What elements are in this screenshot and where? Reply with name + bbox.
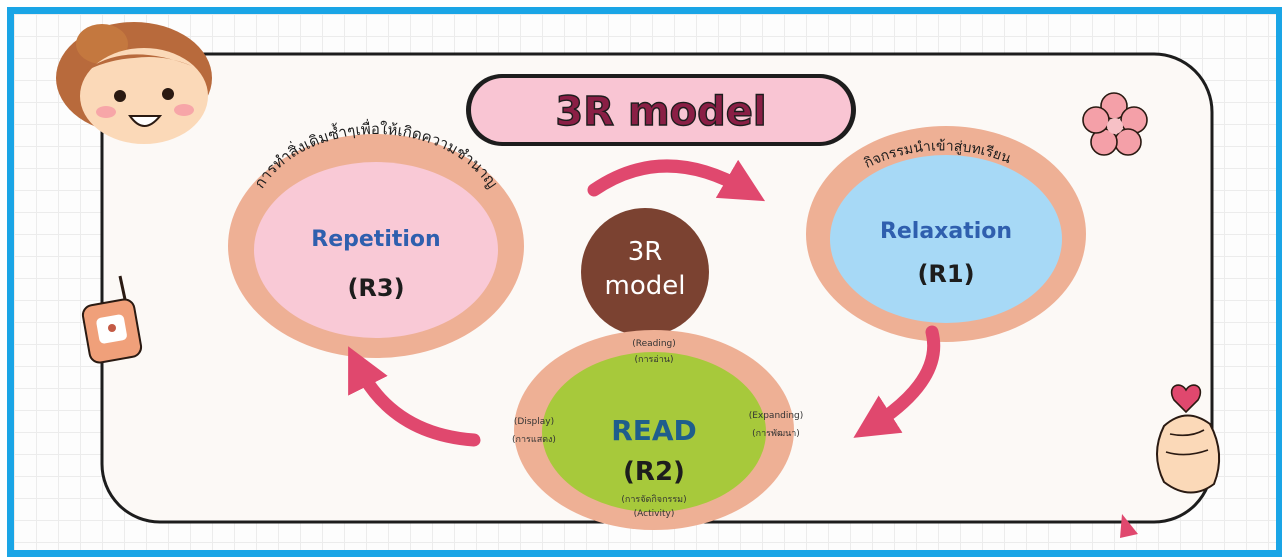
- diagram-canvas: 3R model การทำสิ่งเดิมซ้ำๆเพื่อให้เกิดคว…: [56, 22, 1221, 538]
- relaxation-label: Relaxation: [880, 219, 1012, 244]
- girl-face-icon: [56, 22, 212, 144]
- read-activity-th: (การจัดกิจกรรม): [621, 494, 686, 505]
- read-display-en: (Display): [514, 417, 554, 427]
- repetition-code: (R3): [347, 274, 404, 302]
- read-label: READ: [611, 414, 697, 447]
- read-node: (Reading) (การอ่าน) (Display) (การแสดง) …: [512, 330, 803, 530]
- title-text: 3R model: [555, 89, 766, 135]
- center-line1: 3R: [628, 237, 663, 267]
- finger-heart-icon: [1156, 384, 1221, 494]
- read-activity-en: (Activity): [634, 509, 675, 519]
- arrow-r1-to-r2: [853, 325, 941, 438]
- read-reading-th: (การอ่าน): [635, 355, 674, 365]
- center-line2: model: [605, 271, 686, 301]
- read-display-th: (การแสดง): [512, 435, 556, 445]
- flower-icon: [1082, 92, 1148, 156]
- relaxation-code: (R1): [917, 260, 974, 288]
- repetition-node: การทำสิ่งเดิมซ้ำๆเพื่อให้เกิดความชำนาญ R…: [228, 118, 524, 358]
- read-reading-en: (Reading): [632, 339, 676, 349]
- arrow-fragment: [1120, 514, 1138, 538]
- arrow-r2-to-r3: [348, 346, 481, 447]
- read-expanding-en: (Expanding): [749, 411, 804, 421]
- center-node: 3R model: [581, 208, 709, 336]
- read-expanding-th: (การพัฒนา): [752, 429, 800, 439]
- relaxation-node: กิจกรรมนำเข้าสู่บทเรียน Relaxation (R1): [806, 126, 1086, 342]
- arrow-r3-to-r1: [587, 159, 766, 202]
- diagram-frame: 3R model การทำสิ่งเดิมซ้ำๆเพื่อให้เกิดคว…: [7, 7, 1282, 557]
- read-code: (R2): [623, 457, 685, 487]
- repetition-label: Repetition: [311, 227, 440, 252]
- tag-icon: [81, 275, 143, 364]
- title-badge: 3R model: [466, 74, 856, 146]
